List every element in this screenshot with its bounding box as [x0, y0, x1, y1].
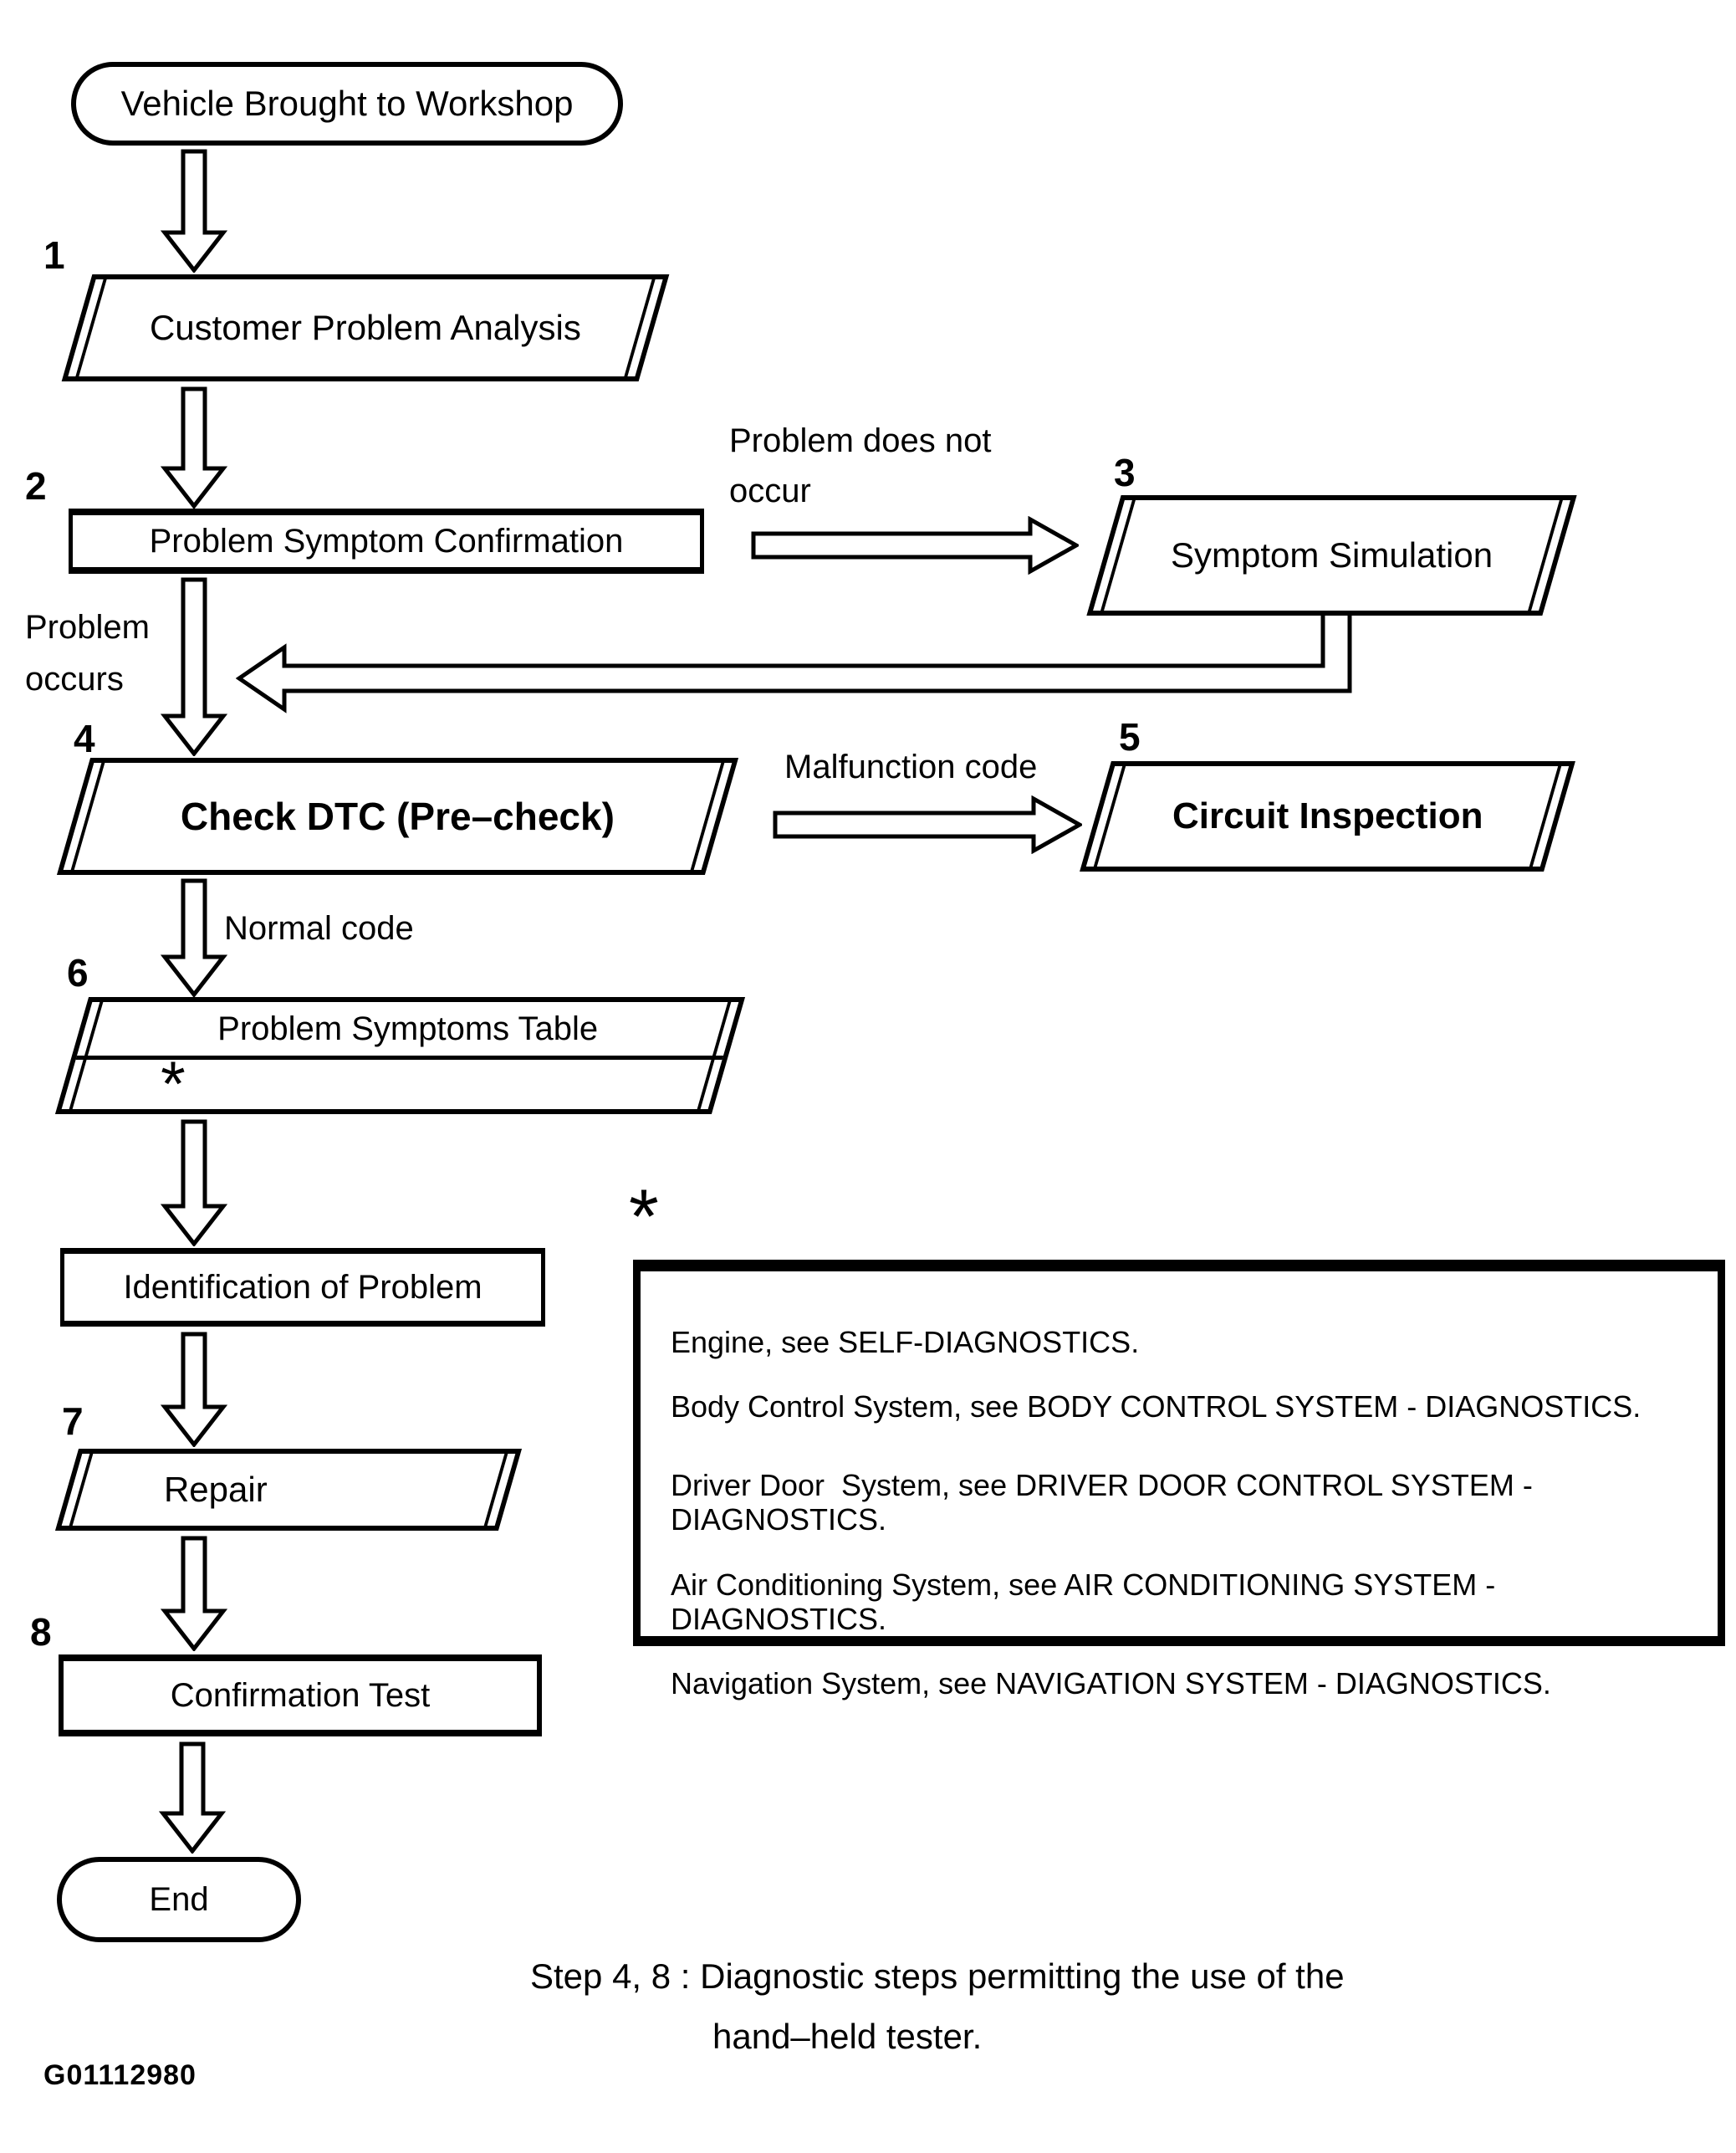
note-line-air-conditioning: Air Conditioning System, see AIR CONDITI…	[671, 1567, 1504, 1636]
caption-line-2: hand–held tester.	[712, 2017, 983, 2056]
arrow-right-malfunction-code	[773, 795, 1082, 854]
start-terminal-label: Vehicle Brought to Workshop	[120, 83, 574, 123]
edge-label-problem-does-not-occur-line1: Problem does not	[729, 422, 992, 459]
step-number-3: 3	[1114, 451, 1136, 494]
edge-label-problem-occurs-line1: Problem	[25, 609, 150, 646]
caption-line-1: Step 4, 8 : Diagnostic steps permitting …	[530, 1956, 1345, 1996]
arrow-right-problem-does-not-occur	[751, 516, 1079, 575]
node-label: Identification of Problem	[123, 1269, 483, 1306]
start-terminal: Vehicle Brought to Workshop	[71, 62, 623, 146]
node-problem-symptom-confirmation: Problem Symptom Confirmation	[69, 509, 704, 574]
node-repair: Repair	[54, 1449, 523, 1531]
node-check-dtc-pre-check: Check DTC (Pre–check)	[56, 758, 739, 875]
node-label: Circuit Inspection	[1172, 795, 1483, 836]
arrow-down-7-to-8	[161, 1536, 227, 1651]
step-number-5: 5	[1119, 715, 1141, 759]
arrow-down-4-to-6	[161, 878, 227, 997]
return-connector-arrow	[236, 607, 1352, 713]
node-label: Symptom Simulation	[1170, 534, 1493, 575]
arrow-down-6-to-identification	[161, 1119, 227, 1246]
arrow-down-8-to-end	[159, 1741, 226, 1854]
note-line-driver-door: Driver Door System, see DRIVER DOOR CONT…	[671, 1467, 1541, 1537]
step-number-7: 7	[62, 1399, 84, 1443]
arrow-down-2-to-4	[161, 577, 227, 756]
figure-id: G01112980	[43, 2059, 197, 2091]
node-label: Check DTC (Pre–check)	[181, 794, 615, 838]
end-terminal: End	[57, 1857, 301, 1942]
node-label: Problem Symptoms Table	[217, 1010, 599, 1047]
node-label: Problem Symptom Confirmation	[149, 523, 624, 560]
note-marker-asterisk: *	[629, 1174, 659, 1260]
problem-symptoms-table-note-row: *	[62, 1049, 722, 1120]
note-line-engine: Engine, see SELF-DIAGNOSTICS.	[671, 1325, 1140, 1359]
note-box: Engine, see SELF-DIAGNOSTICS. Body Contr…	[633, 1260, 1725, 1700]
node-customer-problem-analysis: Customer Problem Analysis	[61, 274, 670, 381]
step-number-1: 1	[43, 233, 65, 277]
problem-symptoms-table-title-row: Problem Symptoms Table	[77, 1002, 738, 1056]
asterisk-marker: *	[161, 1049, 186, 1120]
node-circuit-inspection: Circuit Inspection	[1080, 761, 1575, 872]
step-number-6: 6	[67, 951, 89, 995]
step-number-8: 8	[30, 1610, 52, 1654]
arrow-down-start-to-1	[161, 149, 227, 273]
node-identification-of-problem: Identification of Problem	[60, 1248, 545, 1327]
note-line-body-control: Body Control System, see BODY CONTROL SY…	[671, 1389, 1642, 1424]
edge-label-normal-code: Normal code	[224, 910, 414, 947]
node-label: Customer Problem Analysis	[150, 307, 581, 347]
edge-label-malfunction-code: Malfunction code	[784, 749, 1038, 785]
node-label: Repair	[164, 1469, 268, 1509]
step-number-2: 2	[25, 464, 47, 508]
edge-label-problem-does-not-occur-line2: occur	[729, 473, 811, 509]
node-confirmation-test: Confirmation Test	[59, 1654, 542, 1736]
node-symptom-simulation: Symptom Simulation	[1086, 495, 1577, 616]
step-number-4: 4	[74, 717, 95, 760]
node-problem-symptoms-table: Problem Symptoms Table *	[54, 997, 746, 1120]
arrow-down-identification-to-7	[161, 1332, 227, 1447]
end-terminal-label: End	[149, 1881, 209, 1918]
edge-label-problem-occurs-line2: occurs	[25, 661, 124, 698]
note-line-navigation: Navigation System, see NAVIGATION SYSTEM…	[671, 1666, 1551, 1701]
node-label: Confirmation Test	[170, 1677, 431, 1714]
arrow-down-1-to-2	[161, 386, 227, 509]
